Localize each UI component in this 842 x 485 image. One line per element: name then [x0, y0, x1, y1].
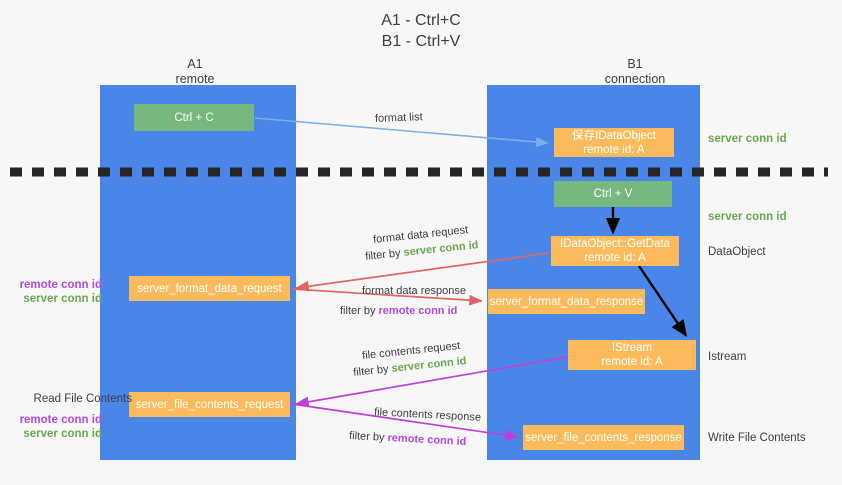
- filter-prefix-1: filter by: [364, 246, 405, 263]
- box-istream-line1: IStream: [611, 342, 653, 354]
- box-server-format-data-response-label: server_format_data_response: [489, 295, 644, 308]
- box-server-format-data-response[interactable]: server_format_data_response: [488, 289, 645, 314]
- edge-format-list: [254, 117, 549, 148]
- box-server-file-contents-request-label: server_file_contents_request: [135, 398, 284, 411]
- edge-format-data-response: [291, 288, 483, 306]
- edge-file-contents-response: [291, 403, 519, 441]
- filter-prefix-3: filter by: [352, 362, 393, 379]
- box-save-idataobject[interactable]: 保存IDataObject remote id: A: [554, 128, 674, 157]
- box-server-format-data-request-label: server_format_data_request: [137, 282, 282, 295]
- annotation-server-conn-id-top: server conn id: [708, 133, 787, 145]
- title-line-1: A1 - Ctrl+C: [381, 12, 461, 29]
- box-ctrl-v[interactable]: Ctrl + V: [554, 181, 672, 207]
- box-ctrl-c[interactable]: Ctrl + C: [134, 104, 254, 131]
- edge-getdata-to-istream: [638, 265, 688, 337]
- edge-label-format-list: format list: [374, 111, 423, 125]
- box-istream[interactable]: IStream remote id: A: [568, 340, 696, 370]
- box-save-idataobject-line2: remote id: A: [583, 143, 645, 156]
- lane-a1-header: A1 remote: [125, 57, 265, 87]
- box-server-file-contents-response-label: server_file_contents_response: [525, 431, 682, 444]
- lane-a1-role: remote: [175, 72, 215, 86]
- edge-label-format-data-response-filter: filter by remote conn id: [340, 304, 457, 319]
- annotation-conn-ids-file: remote conn id server conn id: [10, 413, 102, 441]
- box-idataobject-getdata[interactable]: IDataObject::GetData remote id: A: [551, 236, 679, 266]
- box-server-format-data-request[interactable]: server_format_data_request: [129, 276, 290, 301]
- box-ctrl-c-label: Ctrl + C: [174, 111, 214, 124]
- annotation-read-file-contents: Read File Contents: [33, 393, 132, 405]
- annotation-istream: Istream: [708, 351, 747, 363]
- filter-prefix-2: filter by: [340, 305, 379, 317]
- box-getdata-line1: IDataObject::GetData: [560, 238, 670, 250]
- annotation-server-conn-id-2: server conn id: [23, 428, 102, 440]
- edge-label-format-data-response: format data response: [362, 285, 466, 297]
- box-istream-line2: remote id: A: [601, 356, 663, 368]
- annotation-server-conn-id-1: server conn id: [23, 293, 102, 305]
- annotation-write-file-contents: Write File Contents: [708, 432, 806, 444]
- annotation-remote-conn-id-2: remote conn id: [19, 414, 102, 426]
- box-getdata-line2: remote id: A: [584, 252, 646, 264]
- lane-a1-name: A1: [187, 57, 203, 71]
- annotation-conn-ids-format: remote conn id server conn id: [10, 278, 102, 306]
- edge-format-data-request: [295, 252, 550, 292]
- title-line-2: B1 - Ctrl+V: [381, 33, 461, 50]
- filter-value-4: remote conn id: [387, 431, 467, 449]
- box-server-file-contents-request[interactable]: server_file_contents_request: [129, 392, 290, 417]
- lane-b1-name: B1: [627, 57, 643, 71]
- filter-prefix-4: filter by: [348, 429, 388, 444]
- lane-b1-header: B1 connection: [560, 57, 710, 87]
- annotation-server-conn-id-mid: server conn id: [708, 211, 787, 223]
- box-ctrl-v-label: Ctrl + V: [593, 188, 633, 200]
- annotation-dataobject: DataObject: [708, 246, 766, 258]
- box-save-idataobject-line1: 保存IDataObject: [572, 129, 656, 142]
- annotation-remote-conn-id-1: remote conn id: [19, 279, 102, 291]
- lane-b1-role: connection: [604, 72, 666, 86]
- edge-file-contents-request: [295, 356, 568, 408]
- filter-value-2: remote conn id: [378, 305, 458, 317]
- box-server-file-contents-response[interactable]: server_file_contents_response: [523, 425, 684, 450]
- diagram-title: A1 - Ctrl+C B1 - Ctrl+V: [0, 10, 842, 52]
